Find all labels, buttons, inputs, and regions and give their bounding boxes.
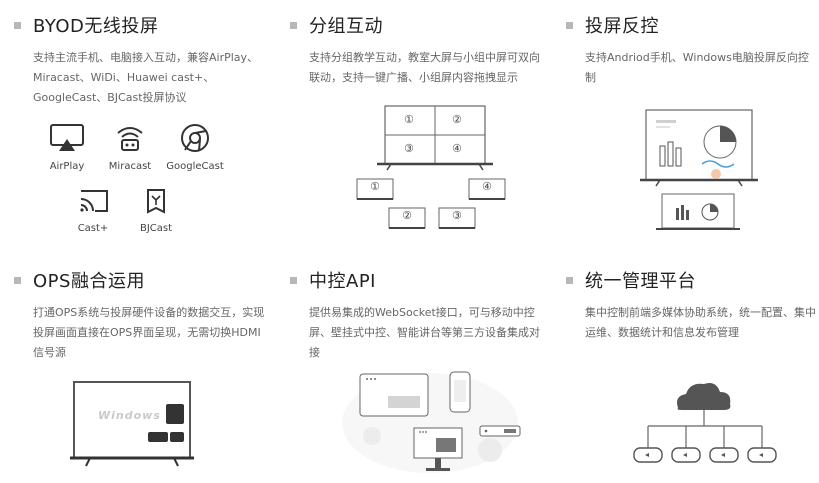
group-number: ③ <box>404 142 414 155</box>
group-number: ① <box>370 180 380 193</box>
bullet-icon <box>566 21 573 29</box>
management-platform-illustration <box>633 383 777 463</box>
bullet-icon <box>290 276 297 284</box>
miracast-icon <box>117 127 143 151</box>
protocol-label: BJCast <box>139 223 173 234</box>
feature-title: 统一管理平台 <box>585 271 696 292</box>
feature-description: 支持Andriod手机、Windows电脑投屏反向控制 <box>585 51 809 84</box>
group-number: ④ <box>452 142 462 155</box>
protocol-airplay: AirPlay <box>32 123 102 172</box>
feature-byod: BYOD无线投屏 支持主流手机、电脑接入互动，兼容AirPlay、Miracas… <box>14 10 264 108</box>
feature-ops: OPS融合运用 打通OPS系统与投屏硬件设备的数据交互，实现投屏画面直接在OPS… <box>14 265 264 363</box>
protocol-label: AirPlay <box>49 161 85 172</box>
feature-title: BYOD无线投屏 <box>33 16 159 37</box>
airplay-icon <box>50 124 84 151</box>
protocol-castplus: Cast+ <box>58 187 128 234</box>
protocol-label: GoogleCast <box>166 161 224 172</box>
feature-title: OPS融合运用 <box>33 271 145 292</box>
feature-central-api: 中控API 提供易集成的WebSocket接口，可与移动中控屏、壁挂式中控、智能… <box>290 265 540 363</box>
group-number: ② <box>402 209 412 222</box>
feature-description: 提供易集成的WebSocket接口，可与移动中控屏、壁挂式中控、智能讲台等第三方… <box>309 306 540 359</box>
bjcast-icon <box>147 189 165 214</box>
protocol-label: Cast+ <box>77 223 109 234</box>
group-number: ② <box>452 113 462 126</box>
bullet-icon <box>566 276 573 284</box>
feature-description: 支持分组教学互动，教室大屏与小组中屏可双向联动，支持一键广播、小组屏内容拖拽显示 <box>309 51 540 84</box>
feature-title: 分组互动 <box>309 16 383 37</box>
protocol-miracast: Miracast <box>95 123 165 172</box>
feature-title: 投屏反控 <box>585 16 659 37</box>
group-number: ① <box>404 113 414 126</box>
group-display-illustration <box>356 105 506 229</box>
reverse-control-illustration <box>640 109 758 230</box>
feature-title: 中控API <box>309 271 376 292</box>
feature-group-interaction: 分组互动 支持分组教学互动，教室大屏与小组中屏可双向联动，支持一键广播、小组屏内… <box>290 10 540 88</box>
feature-description: 支持主流手机、电脑接入互动，兼容AirPlay、Miracast、WiDi、Hu… <box>33 51 259 104</box>
bullet-icon <box>14 276 21 284</box>
ops-screen-text: Windows <box>98 409 161 422</box>
protocol-label: Miracast <box>108 161 152 172</box>
group-number: ④ <box>482 180 492 193</box>
feature-unified-management: 统一管理平台 集中控制前端多媒体协助系统，统一配置、集中运维、数据统计和信息发布… <box>566 265 816 343</box>
bullet-icon <box>290 21 297 29</box>
protocol-googlecast: GoogleCast <box>160 123 230 172</box>
chrome-icon <box>181 124 209 152</box>
feature-description: 打通OPS系统与投屏硬件设备的数据交互，实现投屏画面直接在OPS界面呈现，无需切… <box>33 306 265 359</box>
feature-reverse-control: 投屏反控 支持Andriod手机、Windows电脑投屏反向控制 <box>566 10 816 88</box>
cloud-icon <box>677 383 731 410</box>
central-api-illustration <box>342 371 521 473</box>
feature-description: 集中控制前端多媒体协助系统，统一配置、集中运维、数据统计和信息发布管理 <box>585 306 816 339</box>
cast-icon <box>80 190 108 212</box>
bullet-icon <box>14 21 21 29</box>
ops-display-illustration: Windows <box>70 380 195 468</box>
protocol-bjcast: BJCast <box>121 187 191 234</box>
group-number: ③ <box>452 209 462 222</box>
